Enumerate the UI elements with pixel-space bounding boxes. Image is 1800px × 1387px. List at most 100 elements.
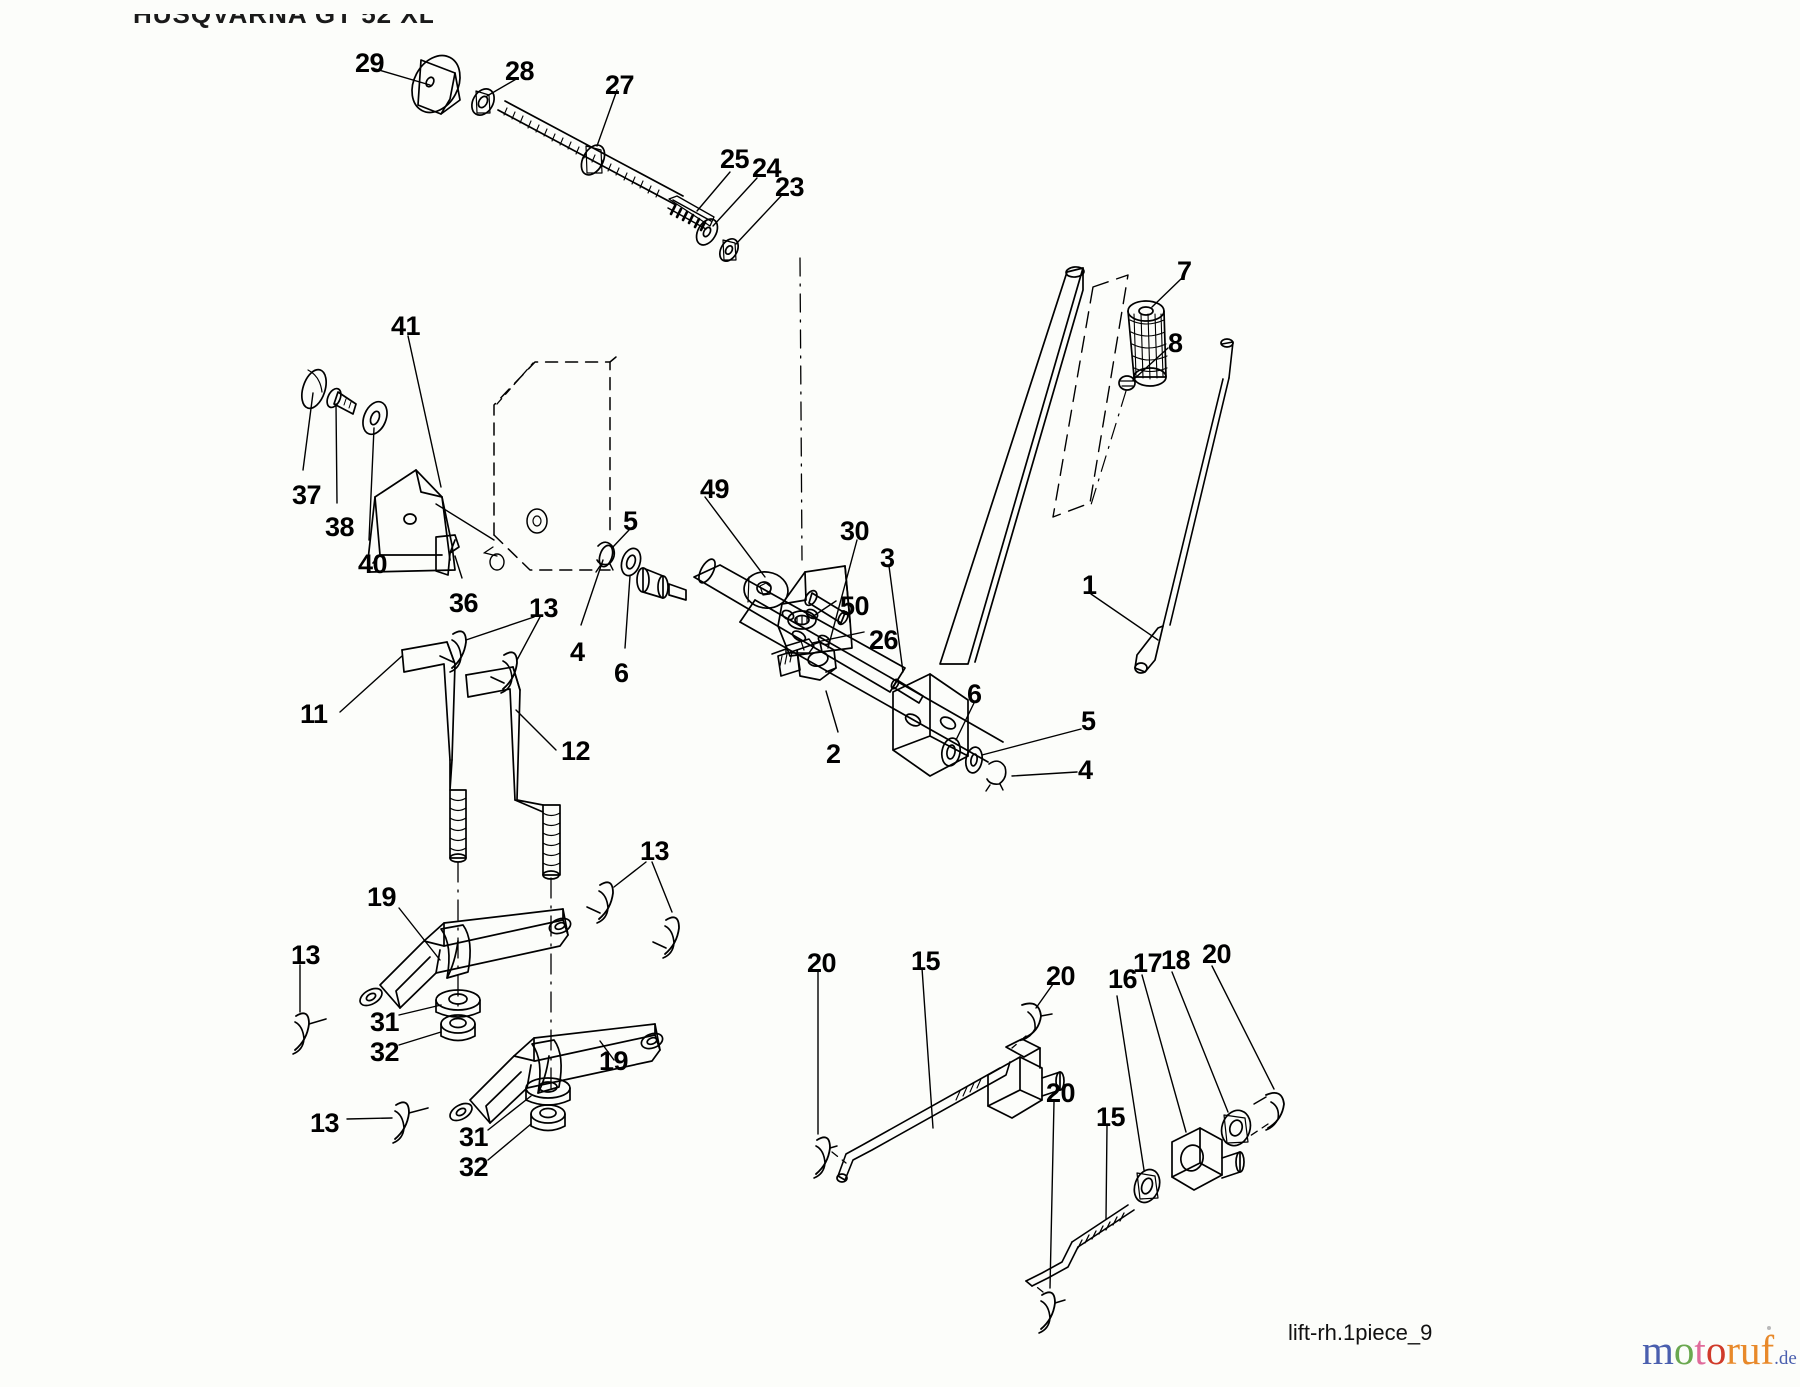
- part-36-latch-tab: [435, 534, 460, 576]
- part-40-washer: [362, 400, 388, 436]
- part-26-cotter-pin: [771, 638, 815, 655]
- part-27-threaded-rod: [497, 100, 684, 206]
- part-31-spacer-b: [525, 1077, 571, 1106]
- part-13-hairpin-clip-f: [392, 1101, 429, 1144]
- part-19-lift-link-arm-b: [449, 1023, 664, 1124]
- callout-31-b: 31: [459, 1122, 489, 1152]
- callout-32-b: 32: [459, 1152, 489, 1182]
- part-32-lock-nut-b: [530, 1104, 566, 1132]
- lift-lever-handle: [939, 266, 1085, 665]
- watermark-letters: motoruf: [1642, 1327, 1775, 1373]
- part-2-lift-arm-shaft: [693, 558, 1004, 777]
- part-12-lift-link-right: [465, 666, 561, 880]
- callout-41: 41: [391, 311, 421, 341]
- callout-4-left: 4: [570, 637, 585, 667]
- part-37-cap-plug: [300, 368, 328, 410]
- watermark-tld: .de: [1774, 1348, 1797, 1369]
- callout-7: 7: [1177, 256, 1192, 286]
- part-23-nut: [718, 238, 740, 262]
- part-41-bracket: [367, 469, 456, 573]
- callout-4-right: 4: [1078, 755, 1093, 785]
- part-5-washer-left: [598, 544, 614, 568]
- callout-17: 17: [1133, 948, 1163, 978]
- part-28-washer: [471, 88, 495, 116]
- callout-19-b: 19: [599, 1046, 629, 1076]
- part-13-hairpin-clip-e: [292, 1012, 327, 1055]
- callout-20-d: 20: [1046, 1078, 1076, 1108]
- part-11-lift-link-left: [401, 641, 467, 863]
- callout-19-a: 19: [367, 882, 397, 912]
- part-17-trunnion-block: [1171, 1127, 1245, 1191]
- callout-13-a: 13: [529, 593, 559, 623]
- callout-15-a: 15: [911, 946, 941, 976]
- part-31-spacer-a: [435, 989, 481, 1018]
- callout-38: 38: [325, 512, 355, 542]
- part-32-lock-nut-a: [440, 1014, 476, 1042]
- callout-1: 1: [1082, 570, 1097, 600]
- page-header-text: HUSQVARNA GT 52 XLS 917.27601: [133, 14, 433, 29]
- callout-8: 8: [1168, 328, 1183, 358]
- callout-13-c: 13: [291, 940, 321, 970]
- callout-30: 30: [840, 516, 870, 546]
- callout-24: 24: [752, 153, 782, 183]
- part-19-lift-link-arm-a: [359, 908, 572, 1009]
- part-bushing-sleeve-left: [636, 567, 687, 601]
- part-7-handle-grip: [1127, 300, 1168, 387]
- part-20-hairpin-clip-c: [1253, 1092, 1285, 1131]
- callout-2: 2: [826, 739, 841, 769]
- part-38-screw: [326, 387, 357, 415]
- callout-49: 49: [700, 474, 730, 504]
- lever-phantom-outline: [1052, 274, 1129, 518]
- part-13-hairpin-clip-c: [586, 881, 614, 924]
- callout-6-left: 6: [614, 658, 629, 688]
- part-13-hairpin-clip-d: [652, 916, 680, 959]
- part-13-hairpin-clip-b: [490, 651, 518, 694]
- part-29-knob: [411, 54, 461, 115]
- part-6-bushing-left: [620, 547, 642, 577]
- part-24-washer: [695, 218, 719, 246]
- callout-5-right: 5: [1081, 706, 1096, 736]
- callout-31-a: 31: [370, 1007, 400, 1037]
- callout-11: 11: [300, 699, 328, 729]
- part-20-hairpin-clip-a: [813, 1136, 838, 1179]
- part-20-hairpin-clip-d: [1038, 1291, 1066, 1334]
- part-15-adjustment-rod-b: [1025, 1204, 1135, 1287]
- callout-13-d: 13: [310, 1108, 340, 1138]
- callout-20-a: 20: [807, 948, 837, 978]
- part-6-bushing-right: [940, 737, 962, 767]
- callout-26: 26: [869, 625, 899, 655]
- callout-27: 27: [605, 70, 635, 100]
- callout-12: 12: [561, 736, 591, 766]
- callout-37: 37: [292, 480, 322, 510]
- part-18-lock-nut: [1220, 1109, 1252, 1147]
- callout-32-a: 32: [370, 1037, 400, 1067]
- callout-20-b: 20: [1046, 961, 1076, 991]
- callout-40: 40: [358, 549, 388, 579]
- watermark-dot: [1766, 1326, 1771, 1330]
- callout-36: 36: [449, 588, 479, 618]
- part-16-jam-nut: [1133, 1168, 1161, 1204]
- part-50-lock-nut: [787, 610, 817, 630]
- callout-16: 16: [1108, 964, 1138, 994]
- motoruf-watermark: motoruf.de: [1642, 1326, 1797, 1373]
- callout-28: 28: [505, 56, 535, 86]
- callout-25: 25: [720, 144, 750, 174]
- diagram-caption: lift-rh.1piece_9: [1288, 1320, 1433, 1345]
- dashed-frame-panel: [493, 356, 617, 571]
- part-4-retaining-ring-right: [985, 760, 1007, 792]
- callout-15-b: 15: [1096, 1102, 1126, 1132]
- part-5-washer-right: [964, 746, 984, 774]
- part-20-hairpin-clip-b: [1021, 1002, 1053, 1041]
- callout-3: 3: [880, 543, 895, 573]
- trunnion-block-upper: [955, 1038, 1065, 1119]
- part-15-adjustment-rod-a: [836, 1061, 1011, 1183]
- callout-13-b: 13: [640, 836, 670, 866]
- callout-5-left: 5: [623, 506, 638, 536]
- part-25-spring: [667, 195, 715, 232]
- callout-23: 23: [775, 172, 805, 202]
- callout-20-c: 20: [1202, 939, 1232, 969]
- callout-18: 18: [1161, 945, 1191, 975]
- callout-50: 50: [840, 591, 870, 621]
